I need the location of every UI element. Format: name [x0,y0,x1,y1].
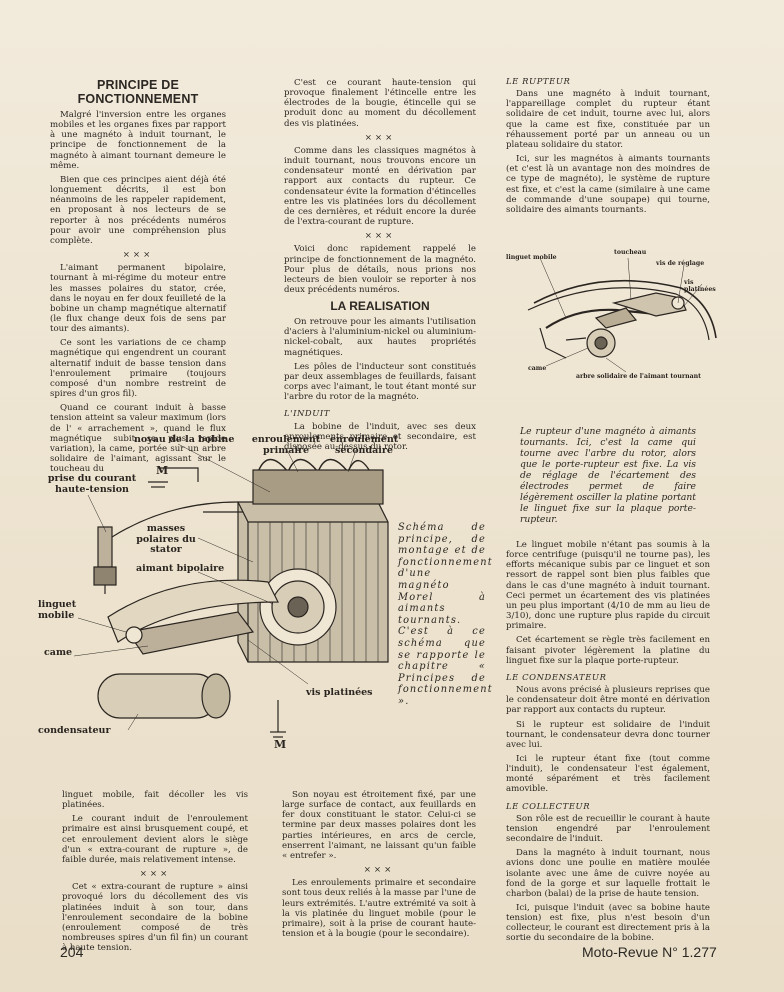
label-came: came [528,365,547,372]
label-masses-polaires: masses polaires du stator [136,523,196,555]
rupteur-diagram [527,257,717,373]
paragraph: Son noyau est étroitement fixé, par une … [282,790,476,861]
column-3-bottom: Le linguet mobile n'étant pas soumis à l… [506,540,710,948]
paragraph: Ici, puisque l'induit (avec sa bobine ha… [506,903,710,944]
label-enroulement-secondaire: enroulement secondaire [329,434,399,456]
paragraph: Quand ce courant induit à basse tension … [50,403,226,475]
separator: ××× [363,865,395,876]
column-2-bottom: Son noyau est étroitement fixé, par une … [282,790,476,943]
paragraph: Ici le rupteur étant fixe (tout comme l'… [506,753,710,795]
subheading-rupteur: LE RUPTEUR [506,76,571,86]
section-title-realisation: LA REALISATION [330,299,430,314]
magazine-footer: Moto-Revue N° 1.277 [582,944,717,960]
separator: ××× [364,132,396,143]
magneto-diagram [73,443,389,738]
paragraph: Cet « extra-courant de rupture » ainsi p… [62,882,248,954]
paragraph: Dans une magnéto à induit tournant, l'ap… [506,89,710,150]
paragraph: Ici, sur les magnétos à aimants tournant… [506,154,710,215]
paragraph: Cet écartement se règle très facilement … [506,635,710,666]
paragraph: Les enroulements primaire et secondaire … [282,878,476,940]
column-3-top: LE RUPTEUR Dans une magnéto à induit tou… [506,76,710,219]
paragraph: Voici donc rapidement rappelé le princip… [284,244,476,295]
label-vis-platinees-big: vis platinées [306,687,373,698]
label-vis-reglage: vis de réglage [656,260,705,267]
paragraph: linguet mobile, fait décoller les vis pl… [62,790,248,811]
paragraph: Bien que ces principes aient déjà été lo… [50,174,226,246]
paragraph: Comme dans les classiques magnétos à ind… [284,145,476,228]
magneto-caption: Schéma de principe, de montage et de fon… [398,522,493,707]
paragraph: L'aimant permanent bipolaire, tournant à… [50,263,226,335]
section-title-principe: PRINCIPE DE FONCTIONNEMENT [77,78,199,106]
paragraph: Le courant induit de l'enroulement prima… [62,814,248,865]
label-noyau: noyau de la bobine [134,434,235,445]
separator: ××× [364,231,396,242]
paragraph: Son rôle est de recueillir le courant à … [506,813,710,845]
label-vis-platinees: vis platinées [684,279,716,293]
separator: ××× [139,869,171,880]
label-came-big: came [44,647,73,658]
paragraph: Nous avons précisé à plusieurs reprises … [506,685,710,716]
label-enroulement-primaire: enroulement primaire [251,434,321,456]
label-prise-courant: prise du courant haute-tension [47,473,137,495]
subheading-collecteur: LE COLLECTEUR [506,800,591,811]
paragraph: C'est ce courant haute-tension qui provo… [284,78,476,129]
label-toucheau: toucheau [614,249,647,256]
label-linguet-mobile: linguet mobile [506,254,557,261]
ground-symbol-label: M [156,464,169,477]
subheading-induit: L'INDUIT [284,408,330,419]
paragraph: Le linguet mobile n'étant pas soumis à l… [506,540,710,632]
column-1-bottom: linguet mobile, fait décoller les vis pl… [62,790,248,957]
subheading-condensateur: LE CONDENSATEUR [506,671,607,682]
label-linguet-mobile-big: linguet mobile [38,599,77,621]
rupteur-caption: Le rupteur d'une magnéto à aimants tourn… [520,426,696,525]
paragraph: Dans la magnéto à induit tournant, nous … [506,848,710,899]
label-condensateur: condensateur [38,725,111,736]
paragraph: Les pôles de l'inducteur sont constitués… [284,361,476,403]
magneto-figure: noyau de la bobine enroulement primaire … [38,432,402,754]
paragraph: Malgré l'inversion entre les organes mob… [50,110,226,171]
paragraph: Ce sont les variations de ce champ magné… [50,338,226,400]
rupteur-figure: linguet mobile toucheau vis de réglage v… [506,248,726,388]
label-aimant-bipolaire: aimant bipolaire [136,563,225,574]
paragraph: La bobine de l'induit, avec ses deux enr… [284,421,476,452]
separator: ××× [122,250,154,261]
page-number: 204 [60,944,84,960]
ground-symbol-label-2: M [274,738,287,751]
column-2-top: C'est ce courant haute-tension qui provo… [284,78,476,456]
label-arbre: arbre solidaire de l'aimant tournant [576,373,701,380]
paragraph: On retrouve pour les aimants l'utilisati… [284,317,476,358]
column-1-top: PRINCIPE DE FONCTIONNEMENT Malgré l'inve… [50,78,226,478]
paragraph: Si le rupteur est solidaire de l'induit … [506,719,710,750]
